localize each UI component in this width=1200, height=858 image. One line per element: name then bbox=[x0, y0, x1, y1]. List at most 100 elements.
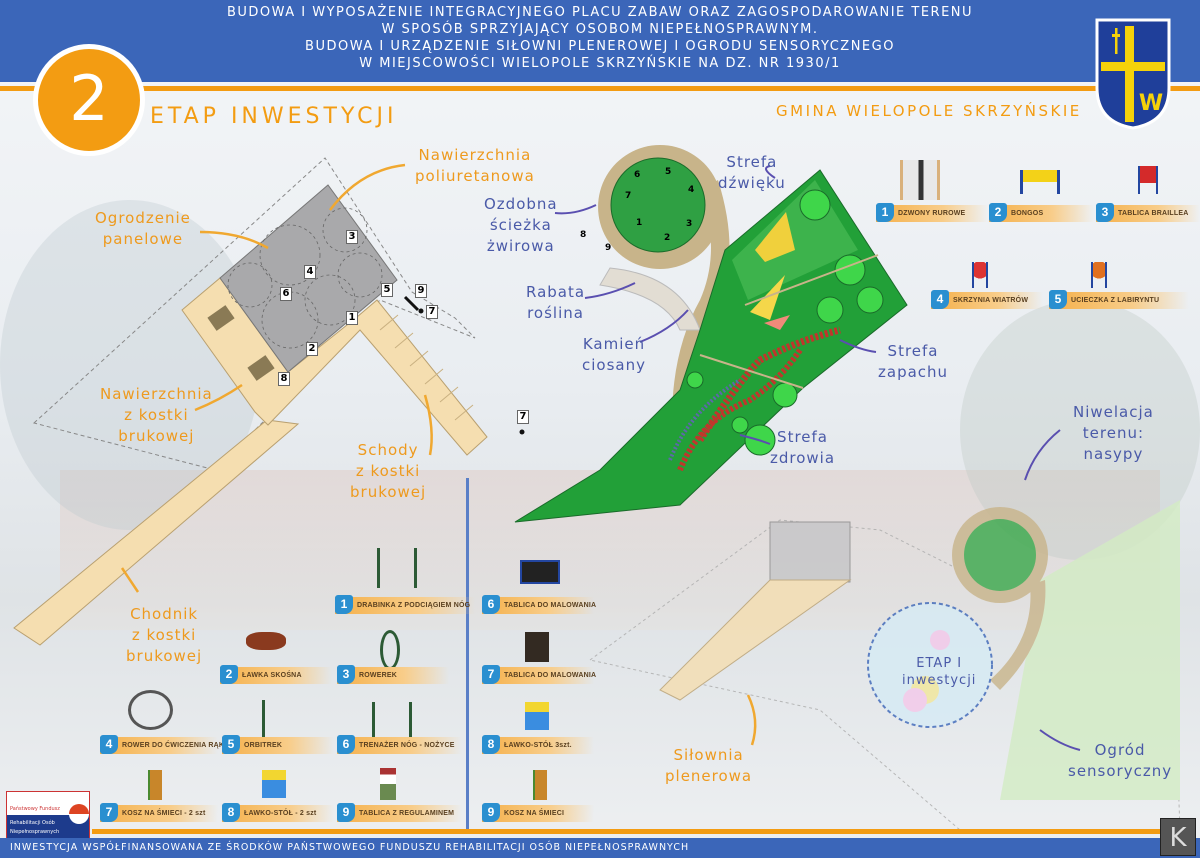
orange-annotation-arrows bbox=[120, 163, 757, 746]
flower-bed-red bbox=[697, 326, 841, 442]
sensory-marker: 1 bbox=[636, 218, 643, 228]
sensory-marker: 9 bbox=[605, 243, 612, 253]
sensory-lawn-circle bbox=[610, 157, 706, 253]
picnic-table-image bbox=[525, 702, 549, 730]
title-line: W SPOSÓB SPRZYJAJĄCY OSOBOM NIEPEŁNOSPRA… bbox=[381, 22, 819, 37]
title-line: BUDOWA I URZĄDZENIE SIŁOWNI PLENEROWEJ I… bbox=[305, 39, 895, 54]
picnic-table-image bbox=[262, 770, 286, 798]
braille-board-image bbox=[1138, 166, 1158, 194]
arm-bike-image bbox=[128, 690, 173, 730]
stairs bbox=[379, 314, 474, 421]
title-line: BUDOWA I WYPOSAŻENIE INTEGRACYJNEGO PLAC… bbox=[226, 5, 974, 20]
stone-planter bbox=[599, 267, 701, 331]
gravel-path-tail bbox=[672, 180, 730, 420]
sensory-marker: 4 bbox=[688, 185, 695, 195]
plan-marker: 3 bbox=[346, 230, 358, 244]
yellow-bed bbox=[755, 212, 795, 262]
sensory-marker: 3 bbox=[686, 219, 693, 229]
municipality-name: GMINA WIELOPOLE SKRZYŃSKIE bbox=[776, 102, 1082, 120]
stage-title: ETAP INWESTYCJI bbox=[150, 104, 398, 129]
section-divider bbox=[466, 478, 469, 830]
sensory-marker: 7 bbox=[625, 191, 632, 201]
project-title-banner: BUDOWA I WYPOSAŻENIE INTEGRACYJNEGO PLAC… bbox=[0, 0, 1200, 82]
overview-plan bbox=[588, 500, 1181, 831]
plan-marker: 7 bbox=[517, 410, 529, 424]
safety-zones bbox=[227, 207, 383, 349]
bin-icon bbox=[519, 429, 525, 435]
footer-orange-line bbox=[92, 829, 1160, 834]
plan-marker: 2 bbox=[306, 342, 318, 356]
notice-board-icon bbox=[403, 295, 420, 312]
plan-marker: 4 bbox=[304, 265, 316, 279]
sensory-marker: 5 bbox=[665, 167, 672, 177]
crest-letter: W bbox=[1139, 91, 1163, 116]
header-orange-line bbox=[0, 86, 1200, 91]
bongos-image bbox=[1020, 170, 1060, 194]
plan-marker: 9 bbox=[415, 284, 427, 298]
plan-marker: 6 bbox=[280, 287, 292, 301]
bin-image bbox=[533, 770, 547, 800]
bench-icon bbox=[247, 355, 275, 381]
plan-marker: 1 bbox=[346, 311, 358, 325]
bench-icon bbox=[207, 305, 235, 331]
plan-marker: 7 bbox=[426, 305, 438, 319]
incline-bench-image bbox=[246, 632, 286, 650]
bike-image bbox=[380, 630, 400, 670]
ladder-image bbox=[377, 548, 417, 588]
orbitrek-image bbox=[262, 700, 280, 740]
flower-bed-blue bbox=[668, 378, 742, 461]
bin-icon bbox=[418, 308, 424, 314]
blue-annotation-arrows bbox=[554, 165, 1081, 751]
paved-walkway bbox=[13, 419, 300, 646]
rules-board-image bbox=[380, 768, 396, 800]
plan-marker: 8 bbox=[278, 372, 290, 386]
drawing-board-image bbox=[520, 560, 560, 584]
pink-bed bbox=[764, 315, 790, 330]
author-logo-icon: K bbox=[1160, 818, 1196, 856]
tube-bells-image bbox=[900, 160, 940, 200]
pfron-logo: Państwowy Fundusz Rehabilitacji Osób Nie… bbox=[6, 791, 90, 843]
sensory-marker: 8 bbox=[580, 230, 587, 240]
sensory-marker: 2 bbox=[664, 233, 671, 243]
plan-marker: 5 bbox=[381, 283, 393, 297]
stage-number-badge: 2 bbox=[33, 44, 145, 156]
flower-bed-red bbox=[677, 348, 803, 472]
drawing-board-image bbox=[525, 632, 549, 662]
funding-footer: INWESTYCJA WSPÓŁFINANSOWANA ZE ŚRODKÓW P… bbox=[0, 838, 1200, 858]
sensory-marker: 6 bbox=[634, 170, 641, 180]
